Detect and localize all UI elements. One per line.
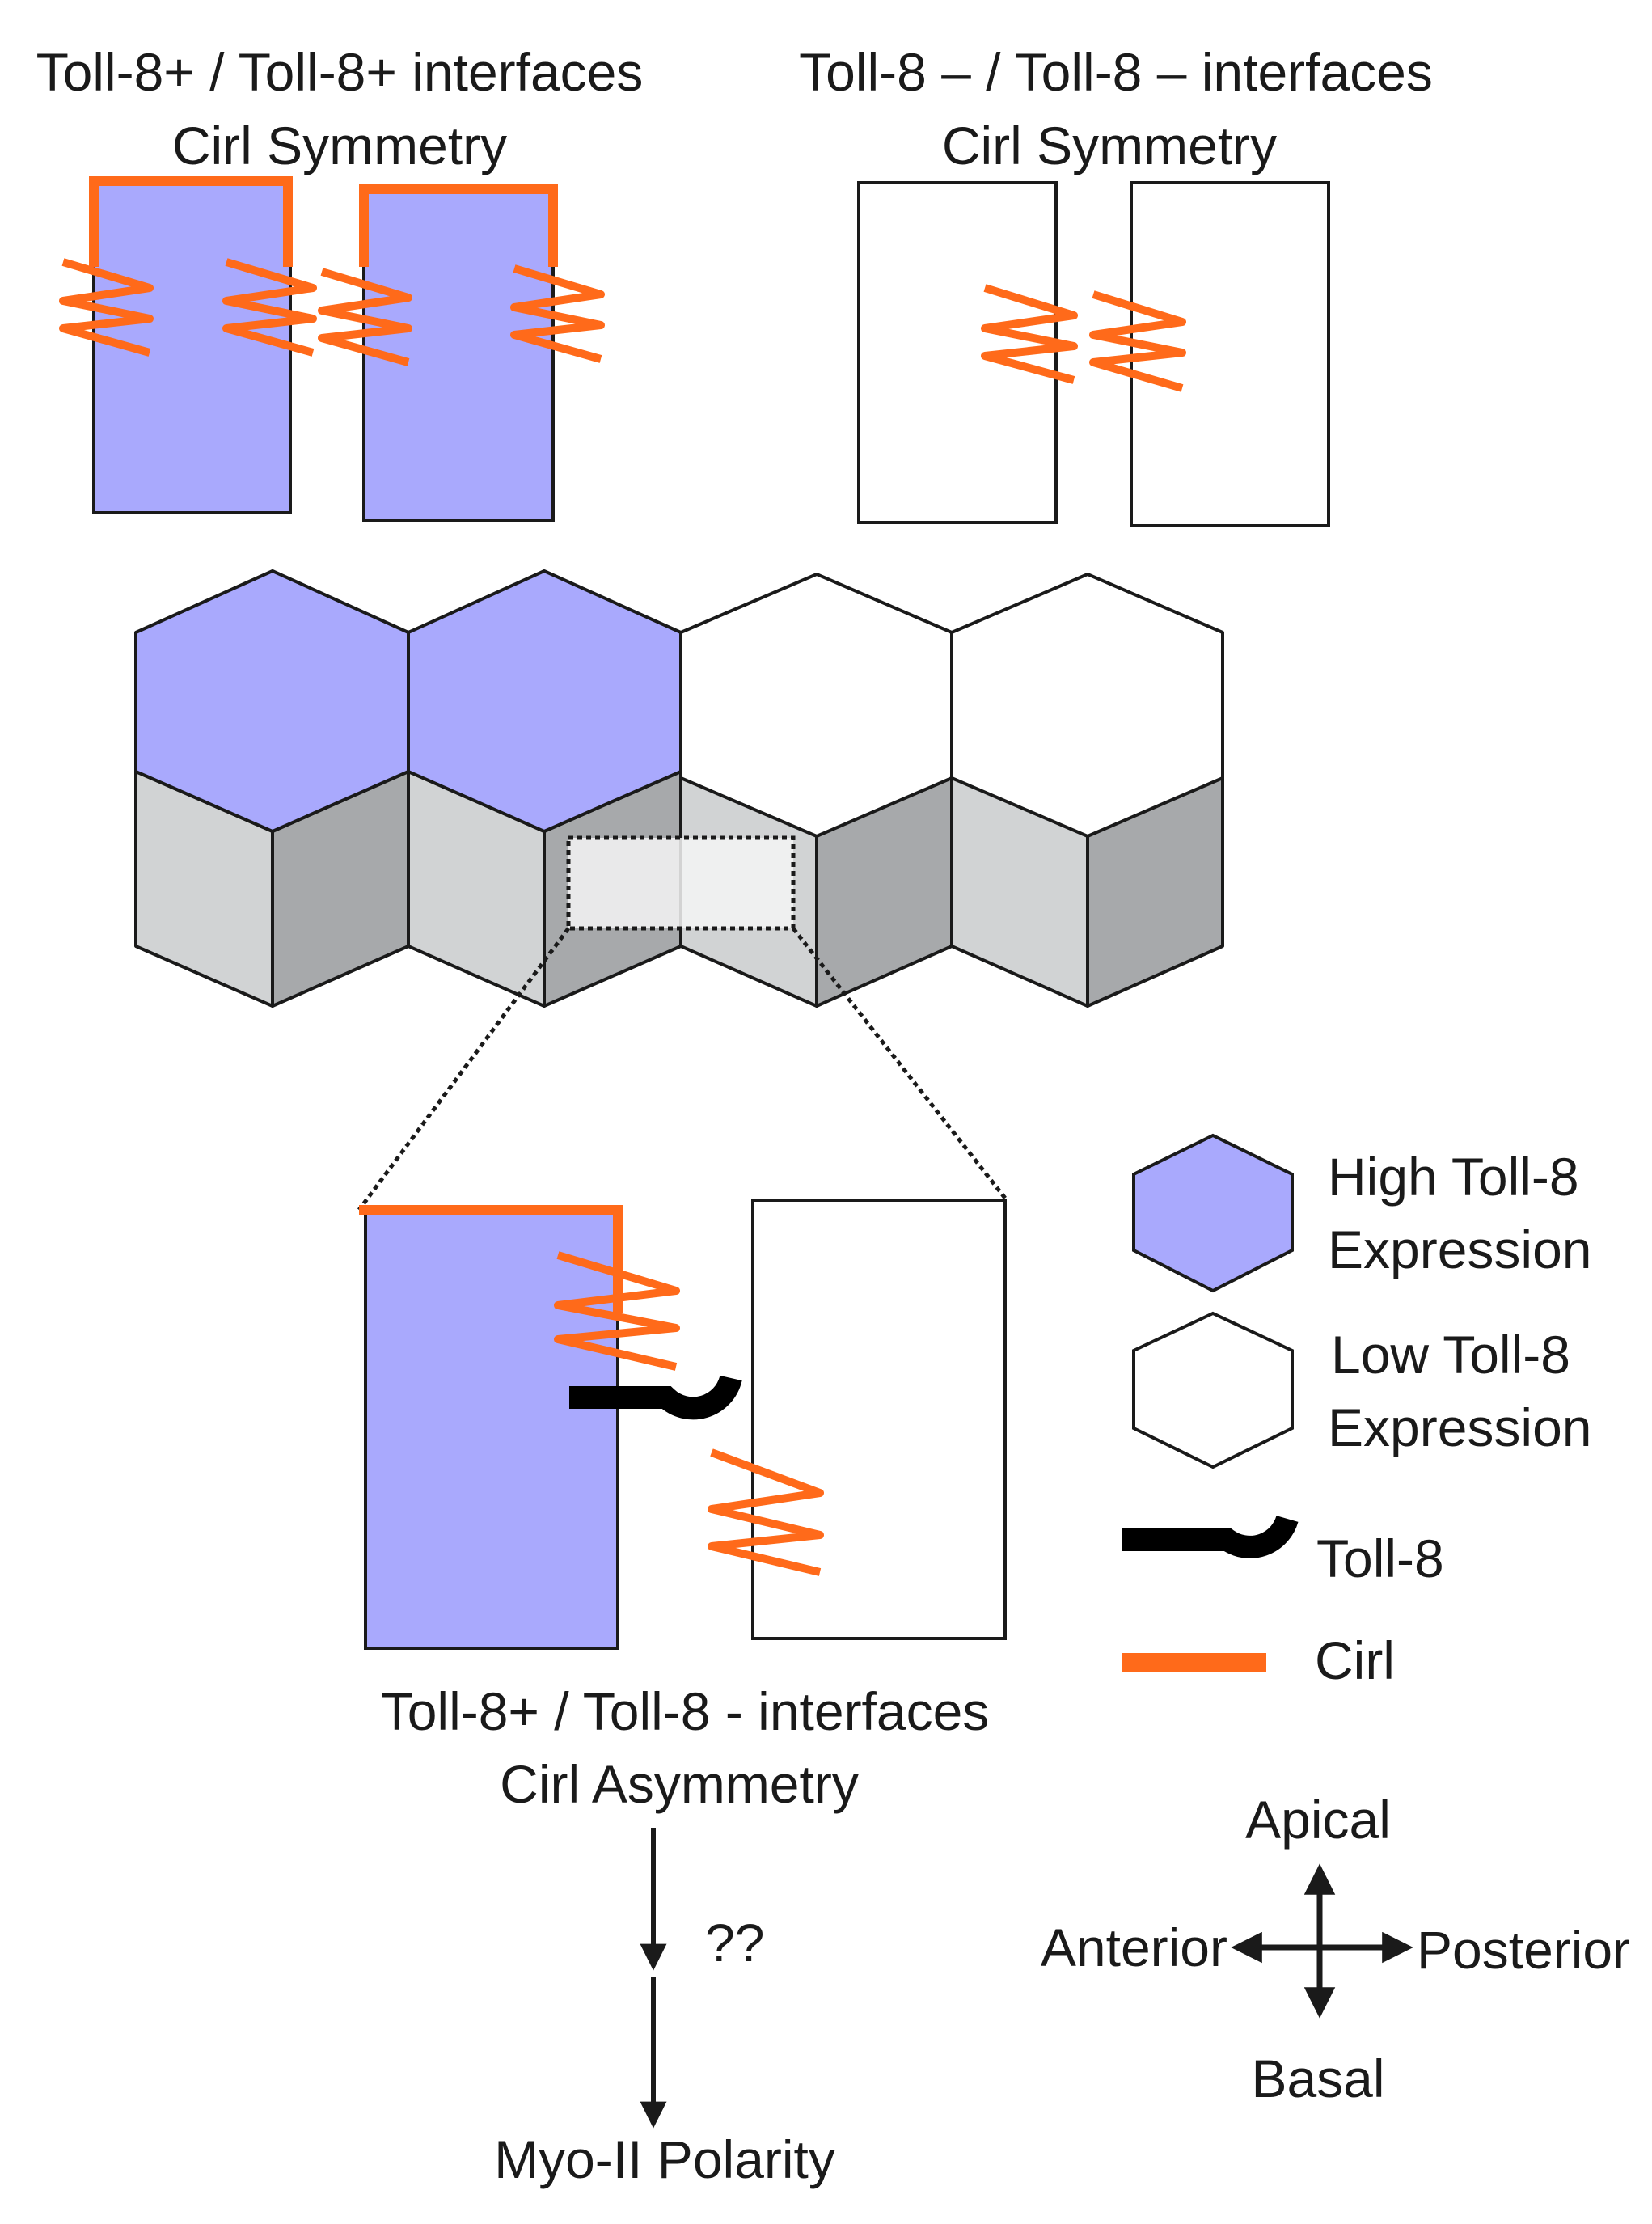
axis-apical-label: Apical <box>1245 1790 1391 1850</box>
interface-highlight-box <box>566 835 796 931</box>
zoom-line-right <box>792 927 1008 1202</box>
panel-top-left-title-line1: Toll-8+ / Toll-8+ interfaces <box>36 42 644 102</box>
panel-top-right-title-line1: Toll-8 – / Toll-8 – interfaces <box>799 42 1433 102</box>
legend-toll8-label: Toll-8 <box>1316 1528 1444 1588</box>
axis-posterior-label: Posterior <box>1417 1920 1630 1980</box>
orientation-compass: Apical Basal Anterior Posterior <box>1041 1790 1630 2108</box>
cirl-coil <box>59 258 154 357</box>
legend-high-hexagon-icon <box>1132 1133 1294 1293</box>
axis-basal-label: Basal <box>1251 2049 1384 2108</box>
panel-bottom-title-line1: Toll-8+ / Toll-8 - interfaces <box>381 1681 990 1741</box>
legend-low-line2: Expression <box>1328 1397 1592 1457</box>
toll8-low-hexagon <box>679 573 953 838</box>
legend-cirl-label: Cirl <box>1315 1630 1395 1690</box>
toll8-receptor <box>569 1375 742 1420</box>
panel-bottom: Toll-8+ / Toll-8 - interfaces Cirl Asymm… <box>359 1199 1007 1814</box>
cirl-coil <box>510 264 605 363</box>
signalling-flow: ?? Myo-II Polarity <box>494 1828 835 2189</box>
axis-anterior-label: Anterior <box>1041 1917 1227 1977</box>
cirl-coil <box>318 268 412 366</box>
unknown-step-label: ?? <box>705 1913 764 1972</box>
legend-high-line2: Expression <box>1328 1220 1592 1279</box>
cirl-coil <box>222 258 317 357</box>
legend-toll8-icon <box>1122 1515 1299 1558</box>
legend: High Toll-8 Expression Low Toll-8 Expres… <box>1122 1133 1592 1690</box>
panel-top-left: Toll-8+ / Toll-8+ interfaces Cirl Symmet… <box>36 42 644 522</box>
panel-bottom-title-line2: Cirl Asymmetry <box>500 1754 859 1814</box>
myo-ii-polarity-label: Myo-II Polarity <box>494 2129 835 2189</box>
toll8-low-hexagon <box>950 573 1224 838</box>
legend-high-line1: High Toll-8 <box>1328 1147 1579 1207</box>
legend-low-hexagon-icon <box>1132 1311 1294 1469</box>
cirl-coil <box>554 1251 680 1371</box>
cirl-coil <box>981 284 1078 384</box>
panel-top-right: Toll-8 – / Toll-8 – interfaces Cirl Symm… <box>799 42 1433 527</box>
toll8-low-cell <box>857 181 1058 524</box>
cirl-apical-line <box>359 1205 623 1313</box>
cirl-apical-line <box>359 184 558 267</box>
cirl-coil <box>1089 290 1186 392</box>
cirl-coil <box>708 1448 824 1576</box>
toll8-high-cell <box>364 1208 619 1650</box>
interface-zoom <box>357 835 1008 1211</box>
legend-low-line1: Low Toll-8 <box>1331 1325 1570 1385</box>
cirl-apical-line <box>89 176 293 267</box>
panel-top-left-title-line2: Cirl Symmetry <box>172 116 507 175</box>
toll8-low-cell <box>751 1199 1007 1640</box>
epithelial-tissue <box>134 569 1224 1008</box>
panel-top-right-title-line2: Cirl Symmetry <box>942 116 1277 175</box>
